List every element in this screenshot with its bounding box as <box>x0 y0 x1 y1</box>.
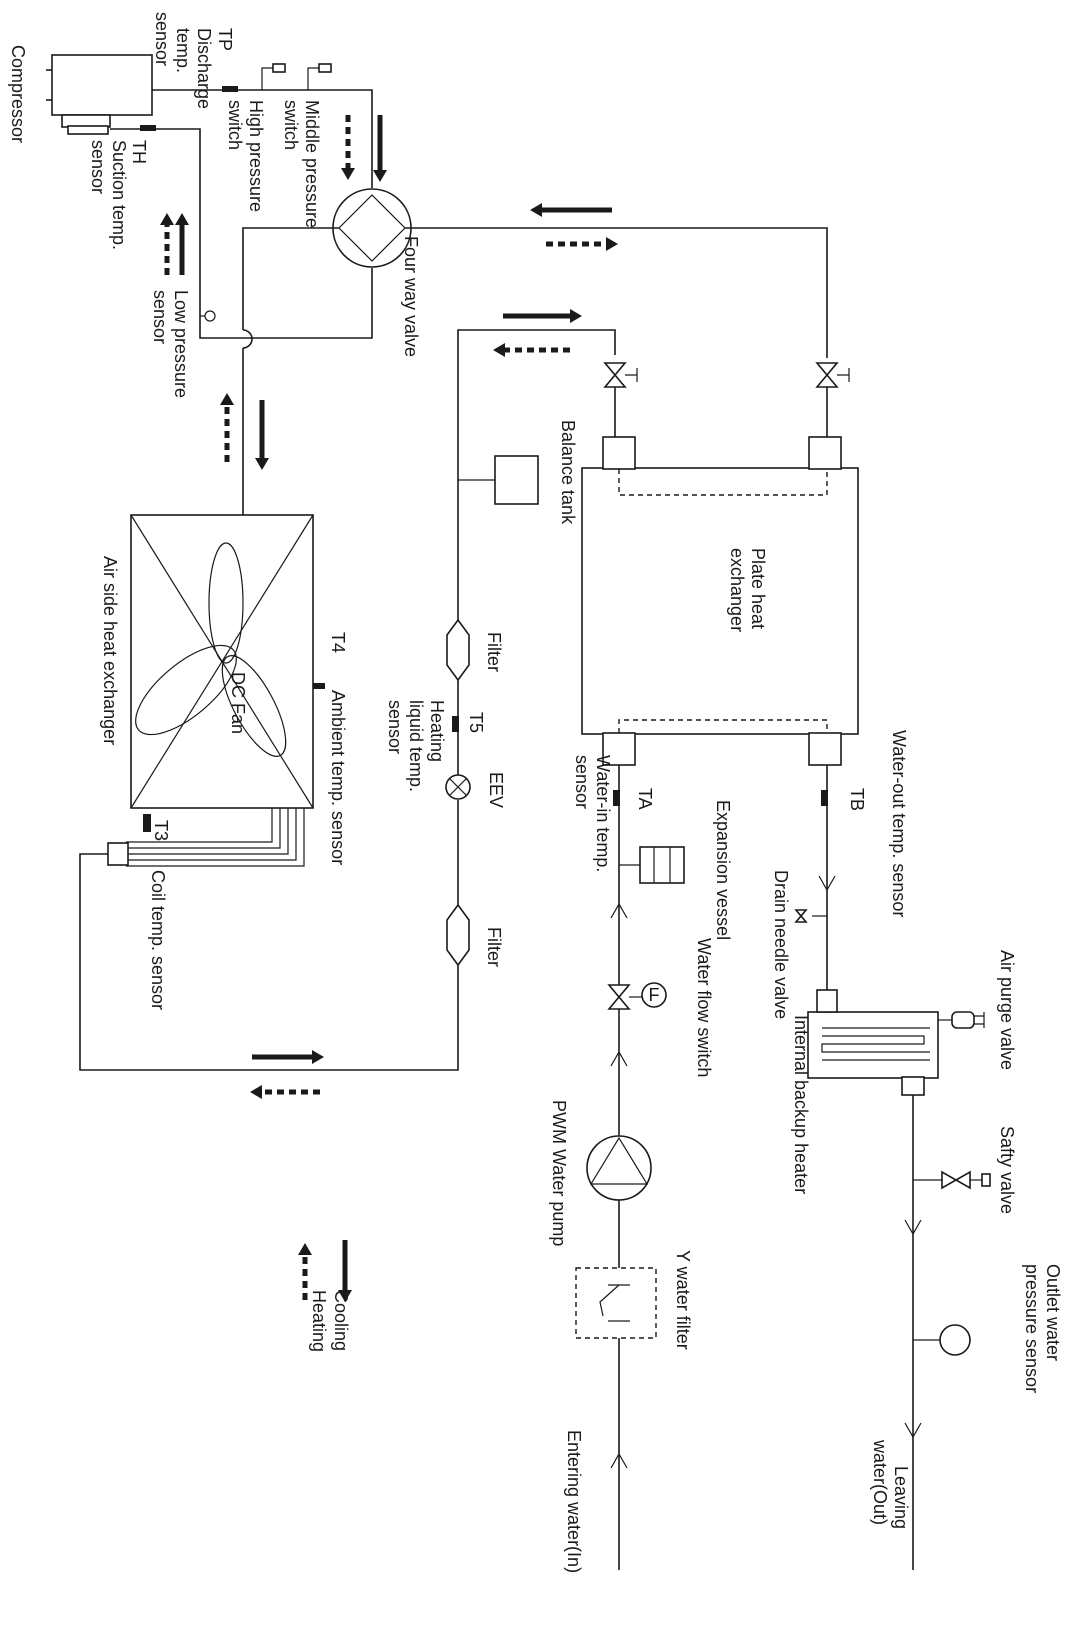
label-compressor: Compressor <box>8 45 28 143</box>
air-purge-valve-icon <box>951 1011 975 1029</box>
label-heating-3: sensor <box>385 700 405 754</box>
label-low-2: sensor <box>150 290 170 344</box>
label-th-1: Suction temp. <box>109 140 129 250</box>
dc-fan-icon <box>135 542 287 757</box>
label-tp-3: temp. <box>173 28 193 73</box>
label-ta-2: sensor <box>572 755 592 809</box>
label-low-1: Low pressure <box>171 290 191 398</box>
plate-heat-exchanger <box>581 436 859 766</box>
balance-tank <box>494 455 539 505</box>
label-filter-lower: Filter <box>484 927 504 967</box>
label-safety-valve: Safty valve <box>997 1126 1017 1214</box>
label-t4: Ambient temp. sensor <box>328 690 348 865</box>
flow-switch-symbol: F <box>649 985 660 1005</box>
compressor-body <box>51 54 153 116</box>
label-expansion-vessel: Expansion vessel <box>713 800 733 940</box>
label-th-tag: TH <box>129 140 149 164</box>
label-tb: Water-out temp. sensor <box>889 730 909 917</box>
t5-sensor <box>452 716 459 732</box>
pwm-water-pump-icon <box>586 1135 652 1201</box>
label-air-side: Air side heat exchanger <box>100 556 120 745</box>
filter-upper-icon <box>446 618 470 682</box>
label-y-filter: Y water filter <box>673 1250 693 1350</box>
label-t4-tag: T4 <box>328 632 348 653</box>
label-tp-4: sensor <box>152 12 172 66</box>
label-plate-2: exchanger <box>727 548 747 632</box>
label-heating-2: liquid temp. <box>406 700 426 792</box>
label-four-way-valve: Four way valve <box>401 236 421 357</box>
y-water-filter-icon <box>575 1267 657 1339</box>
label-t3-tag: T3 <box>151 820 171 841</box>
label-entering-water: Entering water(In) <box>564 1430 584 1573</box>
label-tp-2: Discharge <box>194 28 214 109</box>
tp-sensor <box>222 86 238 92</box>
eev-icon <box>445 774 471 800</box>
stop-valve-liquid-icon <box>603 362 638 388</box>
label-ta-tag: TA <box>635 788 655 810</box>
label-th-2: sensor <box>88 140 108 194</box>
th-sensor <box>140 125 156 131</box>
safety-valve-icon <box>913 1170 991 1190</box>
label-balance-tank: Balance tank <box>558 420 578 525</box>
label-air-purge-valve: Air purge valve <box>997 950 1017 1070</box>
label-water-flow-switch: Water flow switch <box>694 938 714 1077</box>
label-high-1: High pressure <box>246 100 266 212</box>
label-eev: EEV <box>486 772 506 808</box>
four-way-valve-icon <box>332 188 412 268</box>
label-leaving-2: water(Out) <box>870 1439 890 1525</box>
filter-lower-icon <box>446 903 470 967</box>
label-outlet-1: Outlet water <box>1043 1264 1063 1361</box>
tb-sensor <box>821 790 828 806</box>
label-filter-upper: Filter <box>484 632 504 672</box>
outlet-pressure-sensor-icon <box>939 1324 971 1356</box>
label-ta-1: Water-in temp. <box>593 755 613 872</box>
label-pwm-pump: PWM Water pump <box>549 1100 569 1246</box>
label-middle-2: switch <box>281 100 301 150</box>
t3-sensor <box>143 814 151 832</box>
label-t5-tag: T5 <box>466 712 486 733</box>
label-high-2: switch <box>225 100 245 150</box>
label-tb-tag: TB <box>847 788 867 811</box>
label-internal-backup-heater: Internal backup heater <box>791 1015 811 1194</box>
label-t3: Coil temp. sensor <box>148 870 168 1010</box>
label-dc-fan: DC Fan <box>228 672 248 734</box>
drain-needle-valve-icon <box>794 909 808 923</box>
label-legend-heating: Heating <box>309 1290 329 1352</box>
label-leaving-1: Leaving <box>891 1466 911 1529</box>
ta-sensor <box>613 790 620 806</box>
internal-backup-heater <box>807 989 939 1096</box>
legend <box>298 1240 352 1302</box>
label-plate-1: Plate heat <box>748 548 768 629</box>
label-tp-1: TP <box>215 28 235 51</box>
t4-sensor <box>313 683 325 689</box>
label-heating-1: Heating <box>427 700 447 762</box>
label-legend-cooling: Cooling <box>331 1290 351 1351</box>
expansion-vessel <box>639 846 685 884</box>
label-middle-1: Middle pressure <box>302 100 322 228</box>
stop-valve-gas-icon <box>815 362 850 388</box>
label-outlet-2: pressure sensor <box>1022 1264 1042 1393</box>
label-drain-needle-valve: Drain needle valve <box>771 870 791 1019</box>
